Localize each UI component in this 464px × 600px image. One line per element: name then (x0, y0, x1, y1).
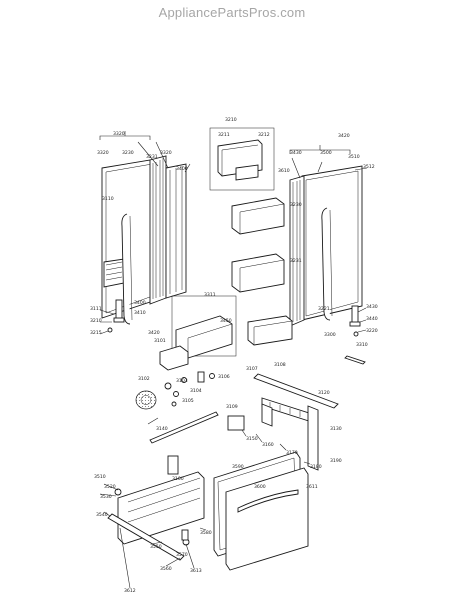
callout-c14: 3500 (320, 150, 332, 156)
left-door-assembly (99, 131, 191, 335)
callout-c22: 3400 (134, 300, 146, 306)
rail-bracket (307, 405, 319, 471)
water-dispenser-tray (159, 345, 189, 371)
watermark: AppliancePartsPros.com (158, 5, 306, 20)
callout-c55: 3550 (150, 544, 162, 550)
left-hinge-parts (99, 299, 125, 335)
callout-c29: 3300 (324, 332, 336, 338)
callout-c39: 3107 (246, 366, 258, 372)
door-bins (159, 127, 293, 371)
callout-c32: 3450 (220, 318, 232, 324)
callout-c52: 3520 (104, 484, 116, 490)
callout-c10: 3320 (160, 150, 172, 156)
callout-c13: 3430 (290, 150, 302, 156)
leader-lines (99, 417, 311, 589)
callout-c15: 3510 (348, 154, 360, 160)
callout-c48: 3180 (310, 464, 322, 470)
callout-c62: 3612 (124, 588, 136, 594)
callout-c16: 3512 (363, 164, 375, 170)
callout-c50: 3100 (172, 476, 184, 482)
callout-c59: 3590 (232, 464, 244, 470)
callout-c7: 3320 (97, 150, 109, 156)
callout-c53: 3530 (100, 494, 112, 500)
callout-c42: 3120 (318, 390, 330, 396)
drawer-slide-rail (107, 513, 185, 561)
callout-c36: 3104 (190, 388, 202, 394)
callout-c18: 3110 (102, 196, 114, 202)
auger-motor (135, 390, 157, 410)
callout-c49: 3190 (330, 458, 342, 464)
callout-c21: 3215 (90, 330, 102, 336)
callout-c35: 3103 (176, 378, 188, 384)
callout-c46: 3160 (262, 442, 274, 448)
icemaker-parts (135, 371, 245, 444)
callout-c1: 3210 (225, 117, 237, 123)
callout-c11: 3400 (176, 166, 188, 172)
freezer-drawer (107, 451, 309, 571)
callout-c4: 3230 (290, 202, 302, 208)
callout-c19: 3111 (90, 306, 102, 312)
callout-c5: 3231 (290, 258, 302, 264)
callout-c51: 3510 (94, 474, 106, 480)
switch-cover (227, 415, 245, 431)
right-door-handle (321, 207, 331, 321)
callout-c9: 3231 (146, 154, 158, 160)
callout-c40: 3108 (274, 362, 286, 368)
callout-c58: 3580 (200, 530, 212, 536)
drawer-handle (237, 489, 299, 513)
callout-c31: 3311 (204, 292, 216, 298)
callout-c33: 3101 (154, 338, 166, 344)
callout-c63: 3613 (190, 568, 202, 574)
callout-c30: 3310 (356, 342, 368, 348)
callout-c44: 3140 (156, 426, 168, 432)
rail-upper (253, 373, 339, 409)
callout-c17: 3610 (278, 168, 290, 174)
right-door-panel (301, 165, 363, 321)
callout-c38: 3106 (218, 374, 230, 380)
left-door-handle (121, 213, 131, 325)
callouts: 3210 3211 3212 3230 3231 3320 3320 3230 … (90, 117, 378, 594)
callout-c37: 3105 (182, 398, 194, 404)
callout-c41: 3109 (226, 404, 238, 410)
callout-c57: 3570 (176, 552, 188, 558)
callout-c8: 3230 (122, 150, 134, 156)
callout-c43: 3130 (330, 426, 342, 432)
callout-c60: 3600 (254, 484, 266, 490)
callout-c12: 3420 (338, 133, 350, 139)
callout-c26: 3440 (366, 316, 378, 322)
callout-c45: 3150 (246, 436, 258, 442)
callout-c34: 3102 (138, 376, 150, 382)
callout-c23: 3410 (134, 310, 146, 316)
right-hinge-parts (344, 305, 367, 365)
door-bin-upper (231, 197, 285, 235)
door-bin-small (247, 315, 293, 346)
freezer-rail-assembly (253, 373, 339, 471)
callout-c3: 3212 (258, 132, 270, 138)
drawer-frame (117, 471, 205, 545)
drawer-clip (167, 455, 179, 475)
callout-c61: 3611 (306, 484, 318, 490)
callout-c47: 3170 (286, 450, 298, 456)
callout-c25: 3430 (366, 304, 378, 310)
callout-c54: 3540 (96, 512, 108, 518)
callout-c27: 3220 (366, 328, 378, 334)
callout-c56: 3560 (160, 566, 172, 572)
dispenser-recess (103, 258, 125, 288)
callout-c2: 3211 (218, 132, 230, 138)
water-tube (149, 411, 219, 444)
callout-c28: 3221 (318, 306, 330, 312)
right-door-assembly (289, 145, 368, 365)
callout-c6: 3320 (113, 131, 125, 137)
door-bin-middle (231, 253, 285, 293)
callout-c24: 3420 (148, 330, 160, 336)
inset-box (209, 127, 275, 191)
callout-c20: 3210 (90, 318, 102, 324)
